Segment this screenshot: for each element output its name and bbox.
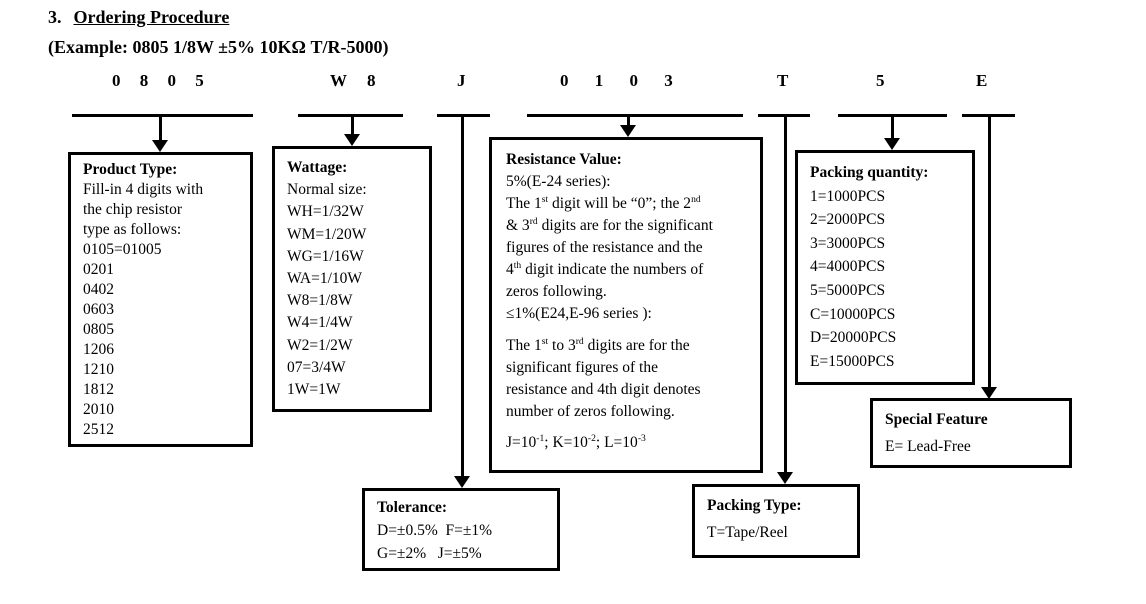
connector-wattage	[351, 114, 354, 135]
text-line: 0105=01005	[83, 241, 162, 258]
box-title: Product Type:	[83, 161, 178, 178]
text-line: WH=1/32W	[287, 203, 364, 221]
box-title: Tolerance:	[377, 499, 448, 516]
text-line: 1=1000PCS	[810, 187, 886, 205]
box-title: Wattage:	[287, 159, 348, 176]
text-line: D=20000PCS	[810, 329, 897, 347]
underline-resistance-value	[527, 114, 743, 117]
box-title: Packing quantity:	[810, 164, 929, 181]
text-line: 1210	[83, 361, 114, 378]
packing-type-box: Packing Type: T=Tape/Reel	[692, 484, 860, 558]
text-line: WM=1/20W	[287, 225, 367, 243]
text-line: E=15000PCS	[810, 352, 895, 370]
arrow-down-icon	[884, 138, 900, 150]
packing-quantity-box: Packing quantity: 1=1000PCS 2=2000PCS 3=30…	[795, 150, 975, 385]
arrow-down-icon	[981, 387, 997, 399]
tolerance-box: Tolerance: D=±0.5% F=±1% G=±2% J=±5%	[362, 488, 560, 571]
section-number: 3.	[48, 7, 62, 27]
text-line: 0402	[83, 281, 114, 298]
text-line: number of zeros following.	[506, 403, 675, 420]
code-part-product-type: 0 8 0 5	[112, 71, 204, 90]
arrow-down-icon	[777, 472, 793, 484]
text-line: 2512	[83, 421, 114, 438]
connector-special-feature	[988, 114, 991, 388]
arrow-down-icon	[620, 125, 636, 137]
text-line: figures of the resistance and the	[506, 239, 703, 256]
resistance-value-box: Resistance Value: 5%(E-24 series): The 1s…	[489, 137, 763, 473]
arrow-down-icon	[454, 476, 470, 488]
text-line: significant figures of the	[506, 359, 658, 376]
box-lines: T=Tape/Reel	[707, 521, 845, 545]
code-part-wattage: W 8	[330, 71, 376, 90]
box-lines: D=±0.5% F=±1% G=±2% J=±5%	[377, 519, 545, 565]
box-title: Special Feature	[885, 411, 988, 428]
text-line: Fill-in 4 digits with	[83, 181, 204, 198]
code-part-tolerance: J	[457, 71, 466, 90]
box-lines: 5%(E-24 series): The 1st digit will be “0…	[506, 171, 746, 325]
text-line: 4=4000PCS	[810, 258, 886, 276]
connector-tolerance	[461, 114, 464, 477]
connector-packing-type	[784, 114, 787, 473]
text-line: 5%(E-24 series):	[506, 173, 611, 190]
code-part-packing-quantity: 5	[876, 71, 885, 90]
box-lines: Fill-in 4 digits with the chip resistor ty…	[83, 180, 238, 440]
text-line: 0805	[83, 321, 114, 338]
text-line: E= Lead-Free	[885, 438, 971, 455]
box-title: Resistance Value:	[506, 151, 622, 168]
text-line: 1812	[83, 381, 114, 398]
text-line: WA=1/10W	[287, 270, 363, 288]
text-line: Normal size:	[287, 181, 367, 199]
text-line: 07=3/4W	[287, 358, 346, 376]
connector-resistance-value	[627, 114, 630, 126]
text-line: D=±0.5% F=±1%	[377, 522, 493, 539]
section-title-text: Ordering Procedure	[73, 7, 230, 27]
arrow-down-icon	[344, 134, 360, 146]
text-line: G=±2% J=±5%	[377, 545, 482, 562]
text-line: ≤1%(E24,E-96 series ):	[506, 305, 652, 322]
text-line: 3=3000PCS	[810, 234, 886, 252]
box-lines: Normal size: WH=1/32W WM=1/20W WG=1/16W WA=1…	[287, 179, 417, 401]
code-part-special-feature: E	[976, 71, 988, 90]
example-line: (Example: 0805 1/8W ±5% 10KΩ T/R-5000)	[48, 37, 389, 57]
text-line: zeros following.	[506, 283, 607, 300]
section-title: 3. Ordering Procedure	[48, 7, 229, 28]
code-part-resistance-value: 0 1 0 3	[560, 71, 673, 90]
underline-product-type	[72, 114, 253, 117]
text-line: C=10000PCS	[810, 305, 896, 323]
text-line: The 1st to 3rd digits are for the	[506, 335, 690, 354]
text-line: 2=2000PCS	[810, 211, 886, 229]
text-line: resistance and 4th digit denotes	[506, 381, 701, 398]
text-line: T=Tape/Reel	[707, 524, 788, 541]
connector-product-type	[159, 114, 162, 141]
text-line: The 1st digit will be “0”; the 2nd	[506, 193, 701, 212]
text-line: 1206	[83, 341, 114, 358]
code-part-packing-type: T	[777, 71, 789, 90]
special-feature-box: Special Feature E= Lead-Free	[870, 398, 1072, 468]
text-line: W2=1/2W	[287, 336, 353, 354]
box-title: Packing Type:	[707, 497, 802, 514]
underline-wattage	[298, 114, 403, 117]
text-line: 0603	[83, 301, 114, 318]
text-line: the chip resistor	[83, 201, 183, 218]
text-line: 1W=1W	[287, 381, 341, 399]
arrow-down-icon	[152, 140, 168, 152]
text-line: type as follows:	[83, 221, 182, 238]
box-lines: E= Lead-Free	[885, 435, 1057, 459]
text-line: WG=1/16W	[287, 247, 364, 265]
text-line: W4=1/4W	[287, 314, 353, 332]
wattage-box: Wattage: Normal size: WH=1/32W WM=1/20W WG=…	[272, 146, 432, 412]
text-line: 0201	[83, 261, 114, 278]
multiplier-formula: J=10-1; K=10-2; L=10-3	[506, 432, 646, 451]
text-line: & 3rd digits are for the significant	[506, 215, 713, 234]
connector-packing-quantity	[891, 114, 894, 139]
box-lines: The 1st to 3rd digits are for the signifi…	[506, 335, 746, 423]
text-line: 2010	[83, 401, 114, 418]
box-lines: 1=1000PCS 2=2000PCS 3=3000PCS 4=4000PCS 5=50…	[810, 185, 960, 374]
text-line: 5=5000PCS	[810, 281, 886, 299]
product-type-box: Product Type: Fill-in 4 digits with the c…	[68, 152, 253, 447]
text-line: 4th digit indicate the numbers of	[506, 259, 704, 278]
text-line: W8=1/8W	[287, 292, 353, 310]
